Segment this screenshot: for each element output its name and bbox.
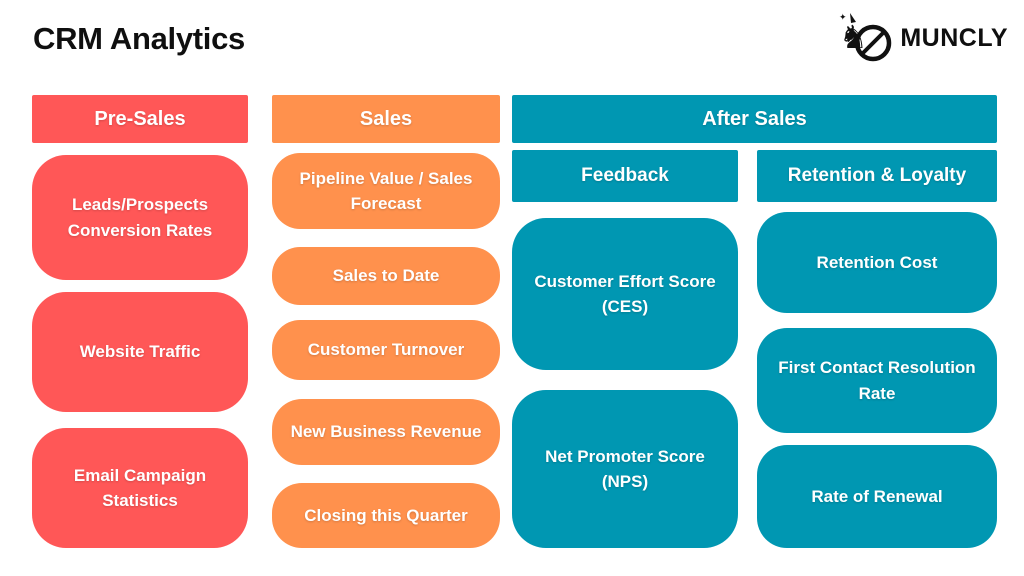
svg-text:♞: ♞ (839, 18, 868, 56)
brand-name: MUNCLY (900, 23, 1008, 52)
brand-logo: ♞ ✦ MUNCLY (838, 10, 1008, 66)
column-header-pre-sales: Pre-Sales (32, 95, 248, 143)
card-first-contact-resolution-rate: First Contact Resolution Rate (757, 328, 997, 433)
card-customer-effort-score: Customer Effort Score (CES) (512, 218, 738, 370)
subcolumn-header-retention-loyalty: Retention & Loyalty (757, 150, 997, 202)
card-new-business-revenue: New Business Revenue (272, 399, 500, 465)
card-closing-this-quarter: Closing this Quarter (272, 483, 500, 548)
card-net-promoter-score: Net Promoter Score (NPS) (512, 390, 738, 548)
card-sales-to-date: Sales to Date (272, 247, 500, 305)
card-rate-of-renewal: Rate of Renewal (757, 445, 997, 548)
card-website-traffic: Website Traffic (32, 292, 248, 412)
unicorn-logo-icon: ♞ ✦ (839, 13, 892, 62)
page-title: CRM Analytics (33, 21, 245, 56)
subcolumn-retention-loyalty: Retention & Loyalty Retention Cost First… (757, 0, 997, 576)
card-customer-turnover: Customer Turnover (272, 320, 500, 380)
card-leads-prospects-conversion-rates: Leads/Prospects Conversion Rates (32, 155, 248, 280)
column-header-sales: Sales (272, 95, 500, 143)
card-email-campaign-statistics: Email Campaign Statistics (32, 428, 248, 548)
svg-text:✦: ✦ (839, 13, 847, 23)
subcolumn-feedback: Feedback Customer Effort Score (CES) Net… (512, 0, 738, 576)
card-pipeline-value-sales-forecast: Pipeline Value / Sales Forecast (272, 153, 500, 229)
column-header-after-sales: After Sales (512, 95, 997, 143)
card-retention-cost: Retention Cost (757, 212, 997, 313)
subcolumn-header-feedback: Feedback (512, 150, 738, 202)
